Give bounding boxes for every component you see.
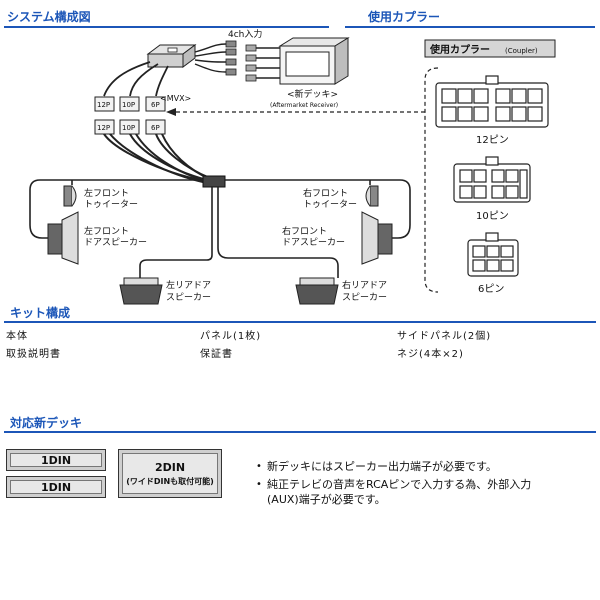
rca-plugs-left <box>225 40 237 76</box>
kit-item-manual: 取扱説明書 <box>6 349 61 360</box>
mvx-unit <box>146 44 197 68</box>
system-diagram-header: システム構成図 <box>7 10 91 24</box>
coupler-10pin-icon <box>453 156 531 203</box>
connectors-top <box>94 96 166 112</box>
front-left-door-label-1: 左フロント <box>84 225 129 237</box>
coupler-title-sub: (Coupler) <box>505 47 538 55</box>
front-right-tweeter-label-1: 右フロント <box>303 187 348 199</box>
rear-right-speaker-icon <box>295 277 339 305</box>
note-speaker-output: 新デッキにはスピーカー出力端子が必要です。 <box>267 460 497 473</box>
coupler-10pin-label: 10ピン <box>476 210 509 222</box>
kit-item-side-panel: サイドパネル(2個) <box>397 331 492 342</box>
rear-left-label-1: 左リアドア <box>166 279 211 291</box>
arrow-left-icon <box>166 108 176 116</box>
front-left-tweeter-label-1: 左フロント <box>84 187 129 199</box>
system-diagram: 4ch入力 <MVX> <新デッキ> (Aftermarket Receiver… <box>29 28 556 305</box>
connectors-bottom <box>94 119 166 135</box>
rear-left-label-2: スピーカー <box>166 292 211 303</box>
din1-box-top: 1DIN <box>6 449 106 471</box>
kit-item-main-unit: 本体 <box>6 331 28 342</box>
coupler-12pin-label: 12ピン <box>476 134 509 146</box>
front-right-door-label-1: 右フロント <box>282 225 327 237</box>
rear-left-speaker-icon <box>119 277 163 305</box>
kit-item-screws: ネジ(4本×2) <box>397 349 464 360</box>
connector-top-10p: 10P <box>122 101 135 109</box>
deck-sublabel: (Aftermarket Receiver) <box>270 102 338 109</box>
connector-bottom-12p: 12P <box>97 124 110 132</box>
rear-right-label-1: 右リアドア <box>342 279 387 291</box>
coupler-header-underline <box>345 26 595 28</box>
coupler-6pin-icon <box>467 232 519 277</box>
note-aux-line-2: (AUX)端子が必要です。 <box>267 493 386 506</box>
coupler-title-box <box>424 39 556 58</box>
coupler-6pin-label: 6ピン <box>478 283 504 295</box>
coupler-bracket <box>424 67 439 293</box>
right-door-speaker-icon <box>361 211 393 265</box>
din2-label: 2DIN <box>154 460 186 474</box>
harness-junction <box>202 175 226 188</box>
note-bullet-1: • <box>256 461 262 472</box>
din2-sublabel: (ワイドDINも取付可能) <box>126 476 214 486</box>
rear-right-label-2: スピーカー <box>342 292 387 303</box>
deck-label: <新デッキ> <box>287 88 338 100</box>
input-label: 4ch入力 <box>228 28 262 40</box>
left-door-speaker-icon <box>47 211 79 265</box>
coupler-12pin-icon <box>435 75 549 128</box>
kit-item-panel: パネル(1枚) <box>200 331 262 342</box>
front-left-door-label-2: ドアスピーカー <box>84 237 147 248</box>
decks-header: 対応新デッキ <box>10 416 83 430</box>
front-right-tweeter-label-2: トゥイーター <box>303 199 357 210</box>
connector-top-12p: 12P <box>97 101 110 109</box>
right-tweeter-icon <box>365 185 379 207</box>
decks-header-underline <box>4 431 596 433</box>
front-left-tweeter-label-2: トゥイーター <box>84 199 138 210</box>
front-right-door-label-2: ドアスピーカー <box>282 237 345 248</box>
note-bullet-2: • <box>256 479 262 490</box>
rca-cables <box>194 43 227 73</box>
connector-bottom-10p: 10P <box>122 124 135 132</box>
coupler-title-main: 使用カプラー <box>429 43 490 56</box>
harness-to-connectors <box>103 61 169 97</box>
harness-to-junction <box>103 133 213 184</box>
kit-header-underline <box>4 321 596 323</box>
coupler-header: 使用カプラー <box>368 10 441 24</box>
din1-top-label: 1DIN <box>40 453 72 467</box>
rca-plugs-right <box>245 44 257 82</box>
connector-top-6p: 6P <box>151 101 160 109</box>
left-tweeter-icon <box>63 185 77 207</box>
system-header-underline <box>4 26 329 28</box>
din1-box-bottom: 1DIN <box>6 476 106 498</box>
din2-box: 2DIN (ワイドDINも取付可能) <box>118 449 222 498</box>
mvx-label: <MVX> <box>160 94 191 103</box>
din1-bottom-label: 1DIN <box>40 480 72 494</box>
kit-header: キット構成 <box>10 306 71 320</box>
speaker-wires <box>29 179 411 278</box>
new-deck-unit <box>278 37 350 85</box>
note-aux-line-1: 純正テレビの音声をRCAピンで入力する為、外部入力 <box>267 478 532 491</box>
kit-item-warranty: 保証書 <box>200 349 233 360</box>
connector-bottom-6p: 6P <box>151 124 160 132</box>
